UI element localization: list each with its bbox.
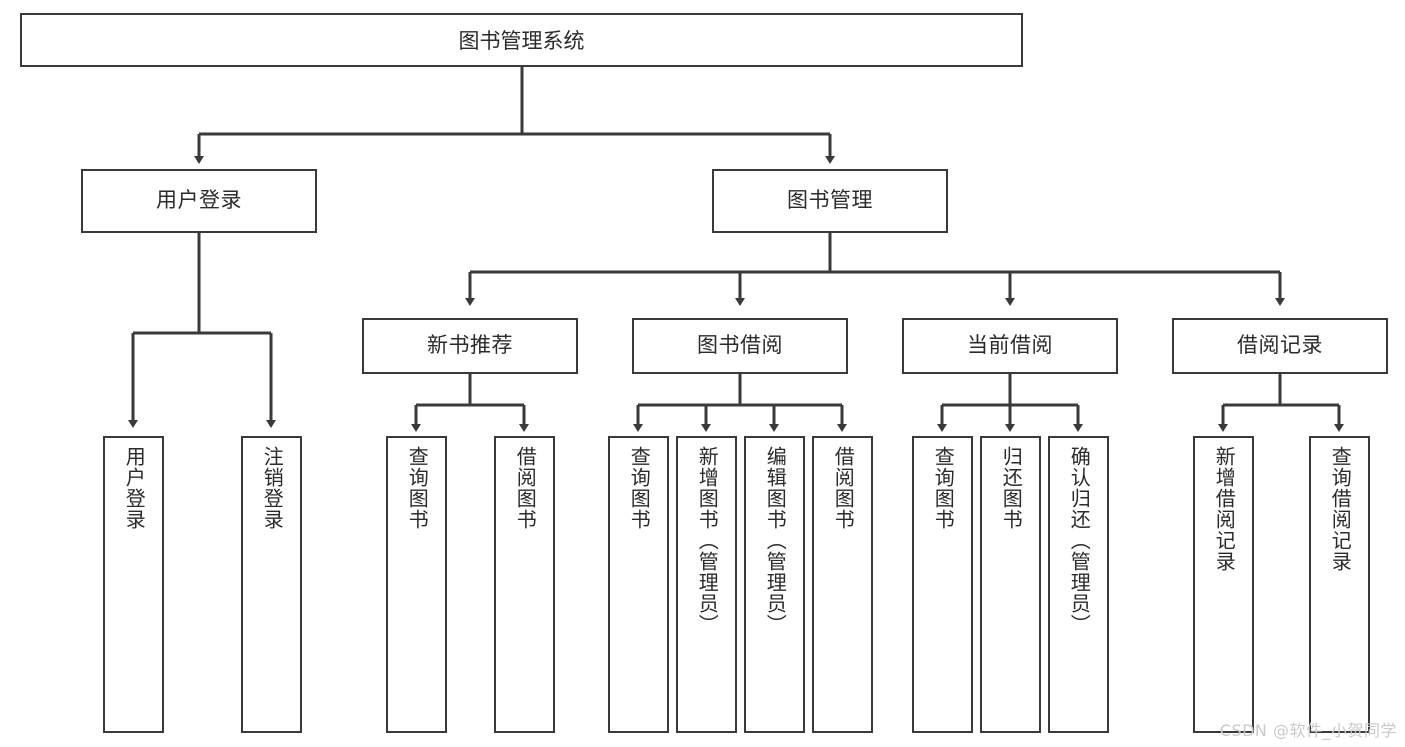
node-label: 图书管理: [787, 188, 873, 213]
leaf-label: 借阅图书: [831, 446, 856, 530]
leaf-recommend-borrow-book[interactable]: 借阅图书: [494, 436, 555, 733]
leaf-record-add-record[interactable]: 新增借阅记录: [1193, 436, 1254, 733]
leaf-borrow-edit-book[interactable]: 编辑图书（管理员）: [744, 436, 805, 733]
leaf-record-query-record[interactable]: 查询借阅记录: [1309, 436, 1370, 733]
leaf-current-confirm-return[interactable]: 确认归还（管理员）: [1048, 436, 1109, 733]
node-label: 图书借阅: [697, 333, 783, 358]
leaf-recommend-query-book[interactable]: 查询图书: [386, 436, 447, 733]
node-label: 当前借阅: [967, 333, 1053, 358]
node-current-borrow[interactable]: 当前借阅: [902, 318, 1118, 374]
leaf-label: 注销登录: [260, 446, 285, 530]
leaf-borrow-borrow-book[interactable]: 借阅图书: [812, 436, 873, 733]
node-label: 图书管理系统: [458, 29, 585, 53]
leaf-label: 查询图书: [627, 446, 652, 530]
leaf-label: 确认归还（管理员）: [1067, 446, 1092, 635]
leaf-label: 查询借阅记录: [1328, 446, 1353, 572]
leaf-current-query-book[interactable]: 查询图书: [912, 436, 973, 733]
node-borrow-record[interactable]: 借阅记录: [1172, 318, 1388, 374]
node-label: 借阅记录: [1237, 333, 1323, 358]
node-book-borrow[interactable]: 图书借阅: [632, 318, 848, 374]
node-root-system[interactable]: 图书管理系统: [20, 13, 1023, 67]
leaf-user-login-logout[interactable]: 注销登录: [241, 436, 302, 733]
leaf-label: 编辑图书（管理员）: [763, 446, 788, 635]
leaf-user-login-login[interactable]: 用户登录: [103, 436, 164, 733]
node-label: 新书推荐: [427, 333, 513, 358]
leaf-label: 查询图书: [405, 446, 430, 530]
leaf-label: 归还图书: [999, 446, 1024, 530]
leaf-label: 借阅图书: [513, 446, 538, 530]
node-book-management[interactable]: 图书管理: [712, 169, 948, 233]
leaf-current-return-book[interactable]: 归还图书: [980, 436, 1041, 733]
node-new-book-recommend[interactable]: 新书推荐: [362, 318, 578, 374]
leaf-label: 用户登录: [122, 446, 147, 530]
leaf-borrow-add-book[interactable]: 新增图书（管理员）: [676, 436, 737, 733]
leaf-label: 新增借阅记录: [1212, 446, 1237, 572]
node-user-login[interactable]: 用户登录: [81, 169, 317, 233]
watermark: CSDN @软件_小贺同学: [1219, 721, 1397, 740]
leaf-borrow-query-book[interactable]: 查询图书: [608, 436, 669, 733]
node-label: 用户登录: [156, 188, 242, 213]
leaf-label: 查询图书: [931, 446, 956, 530]
leaf-label: 新增图书（管理员）: [695, 446, 720, 635]
